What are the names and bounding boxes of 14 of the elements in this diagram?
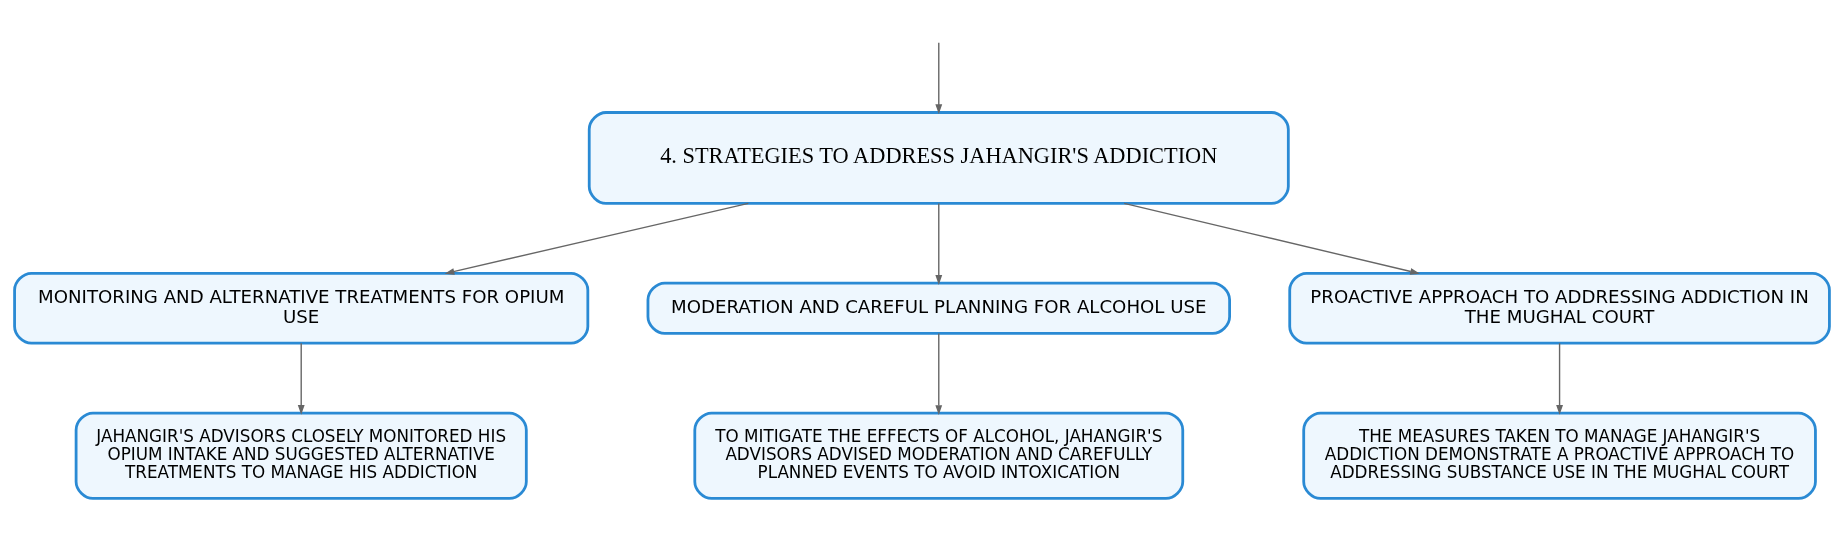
arrow: [935, 42, 943, 115]
node-box: PROACTIVE APPROACH TO ADDRESSING ADDICTION IN THE MUGHAL COURT: [1288, 271, 1831, 345]
arrow: [444, 202, 750, 275]
node-box: THE MEASURES TAKEN TO MANAGE JAHANGIR'S ADDICTION DEMONSTRATE A PROACTIVE APPROACH TO ADDRESSING SUBSTANCE USE IN THE MUGHAL COURT: [1302, 411, 1817, 500]
arrow: [935, 332, 943, 415]
arrow: [1556, 342, 1563, 415]
node-box: JAHANGIR'S ADVISORS CLOSELY MONITORED HIS OPIUM INTAKE AND SUGGESTED ALTERNATIVE TREATMENTS TO MANAGE HIS ADDICTION: [74, 411, 528, 500]
node-box: MODERATION AND CAREFUL PLANNING FOR ALCOHOL USE: [646, 281, 1231, 335]
arrow: [1123, 202, 1421, 275]
arrow: [297, 342, 305, 415]
node-box: 4. STRATEGIES TO ADDRESS JAHANGIR'S ADDICTION: [587, 111, 1290, 205]
arrow: [935, 202, 943, 285]
node-box: TO MITIGATE THE EFFECTS OF ALCOHOL, JAHANGIR'S ADVISORS ADVISED MODERATION AND CAREFULLY PLANNED EVENTS TO AVOID INTOXICATION: [693, 411, 1185, 500]
node-box: MONITORING AND ALTERNATIVE TREATMENTS FOR OPIUM USE: [13, 271, 590, 345]
